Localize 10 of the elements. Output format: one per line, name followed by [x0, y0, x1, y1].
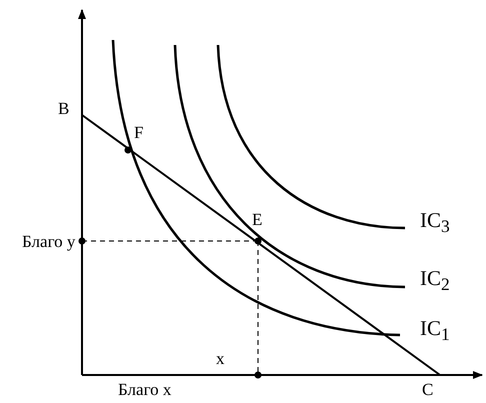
- curve-label: IC$_{3}$: [420, 210, 450, 236]
- curve-label: IC$_{1}$: [420, 318, 450, 344]
- axis-point-label: C: [422, 381, 434, 398]
- axis-label: Благо y: [22, 233, 76, 250]
- curve-label: IC$_{2}$: [420, 268, 450, 294]
- point-label: F: [134, 124, 144, 141]
- axis-label: Благо x: [118, 381, 172, 398]
- point-label: x: [216, 350, 224, 367]
- point-label: E: [252, 211, 262, 228]
- axis-point-label: B: [58, 100, 70, 117]
